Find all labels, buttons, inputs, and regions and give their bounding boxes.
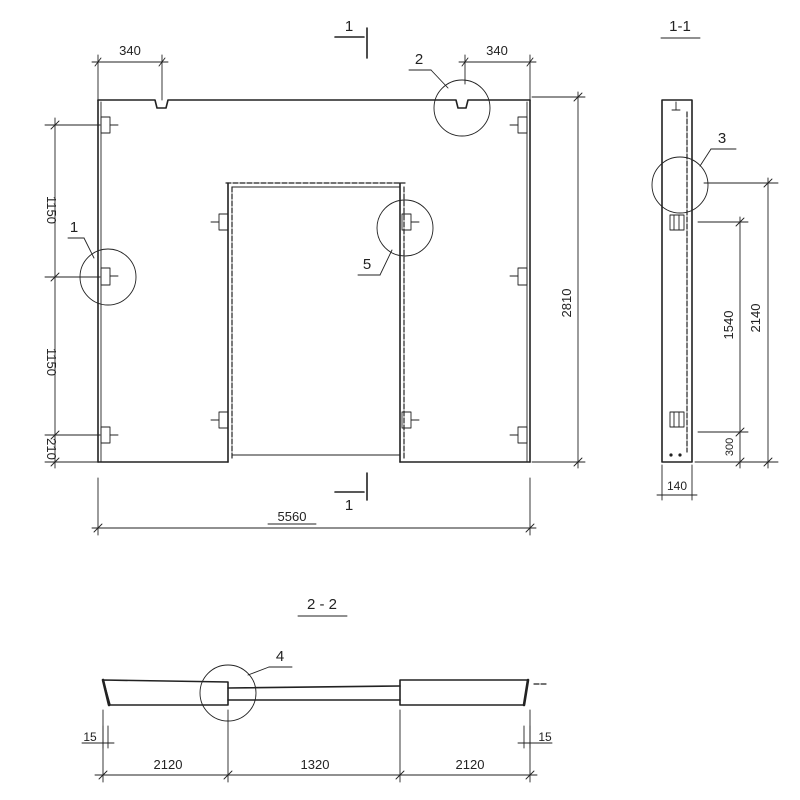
dimension-tick (525, 770, 535, 780)
dimension-tick (94, 57, 102, 67)
dimension-tick (735, 217, 745, 227)
front-view: 1 2 5 1 1 340 (44, 18, 586, 536)
dim-2140: 2140 (748, 304, 763, 333)
door-opening (225, 182, 406, 463)
callout-label-1: 1 (70, 219, 78, 236)
callout-leader (699, 148, 712, 167)
callout-label-5: 5 (363, 256, 371, 273)
detail-circle-5 (376, 199, 434, 257)
section-2-2-view: 2 - 2 4 2120 1320 2120 15 15 (81, 596, 553, 783)
callout-leader (430, 69, 449, 89)
embedded-plates (100, 116, 528, 444)
rebar-dot (678, 453, 682, 457)
top-dimensions: 340 340 (91, 43, 537, 101)
section-1-1-title: 1-1 (669, 18, 691, 35)
section-2-2-left-edge (101, 678, 111, 707)
dimension-tick (395, 770, 405, 780)
section-2-2-title: 2 - 2 (307, 596, 337, 613)
dim-offset-right: 15 (538, 730, 552, 744)
embedded-plate (669, 411, 685, 428)
dim-top-right: 340 (486, 43, 508, 58)
embedded-plate (100, 426, 111, 444)
section-mark-bottom-label: 1 (345, 497, 353, 514)
section-mark-1-1: 1 1 (334, 18, 368, 514)
section-2-2-left-slab (102, 679, 229, 706)
dimension-tick (50, 430, 60, 440)
bottom-dimension: 5560 (91, 477, 537, 536)
dim-top-left: 340 (119, 43, 141, 58)
dimension-tick (50, 457, 60, 467)
section-2-2-right-edge (522, 678, 530, 707)
dimension-tick (158, 57, 166, 67)
dimension-tick (50, 272, 60, 282)
callout-label-4: 4 (276, 648, 284, 665)
detail-circle-3 (651, 156, 709, 214)
section-1-1-outline (661, 99, 693, 463)
dimension-tick (461, 57, 469, 67)
dimension-tick (98, 770, 108, 780)
right-dimension: 2810 (531, 91, 586, 469)
section-2-2-lintel-top (227, 685, 401, 689)
callout-leader (83, 237, 95, 259)
rebar-dot (669, 453, 673, 457)
callout-label-2: 2 (415, 51, 423, 68)
left-dimensions: 1150 1150 210 (44, 117, 101, 469)
dim-right-span: 2120 (456, 757, 485, 772)
dimension-tick (735, 427, 745, 437)
dim-300: 300 (724, 438, 736, 456)
dimension-tick (573, 457, 583, 467)
dim-height: 2810 (559, 289, 574, 318)
embedded-plate (669, 214, 685, 231)
dim-left-upper: 1150 (44, 196, 59, 224)
dimension-tick (735, 457, 745, 467)
dim-left-bottom: 210 (44, 438, 59, 460)
dim-width: 5560 (278, 509, 307, 524)
embedded-plate (401, 213, 412, 231)
panel-top-edge (97, 99, 531, 109)
callout-leader (247, 666, 270, 676)
embedded-plate (517, 267, 528, 286)
dimension-tick (763, 457, 773, 467)
dim-middle-span: 1320 (301, 757, 330, 772)
dimension-tick (223, 770, 233, 780)
dimension-tick (526, 57, 534, 67)
dimension-tick (525, 523, 535, 533)
dim-140: 140 (667, 479, 687, 493)
callout-label-3: 3 (718, 130, 726, 147)
section-2-2-right-slab (399, 679, 529, 706)
dimension-tick (50, 120, 60, 130)
callout-leader (379, 249, 393, 276)
embedded-plate (100, 116, 111, 134)
embedded-plate (218, 411, 229, 429)
embedded-plate (517, 426, 528, 444)
section-mark-top-label: 1 (345, 18, 353, 35)
dimension-tick (573, 92, 583, 102)
dim-1540: 1540 (721, 311, 736, 340)
dim-offset-left: 15 (83, 730, 97, 744)
dim-left-span: 2120 (154, 757, 183, 772)
embedded-plate (218, 213, 229, 231)
dimension-tick (763, 178, 773, 188)
dimension-tick (93, 523, 103, 533)
dim-left-lower: 1150 (44, 348, 59, 376)
embedded-plate (517, 116, 528, 134)
panel-outline (97, 99, 531, 463)
embedded-plate (100, 267, 111, 286)
detail-circle-2 (433, 79, 491, 137)
section-1-1-view: 1-1 3 2140 1540 300 140 (651, 18, 779, 501)
detail-callouts: 1 2 5 (67, 51, 491, 306)
embedded-plate (401, 411, 412, 429)
